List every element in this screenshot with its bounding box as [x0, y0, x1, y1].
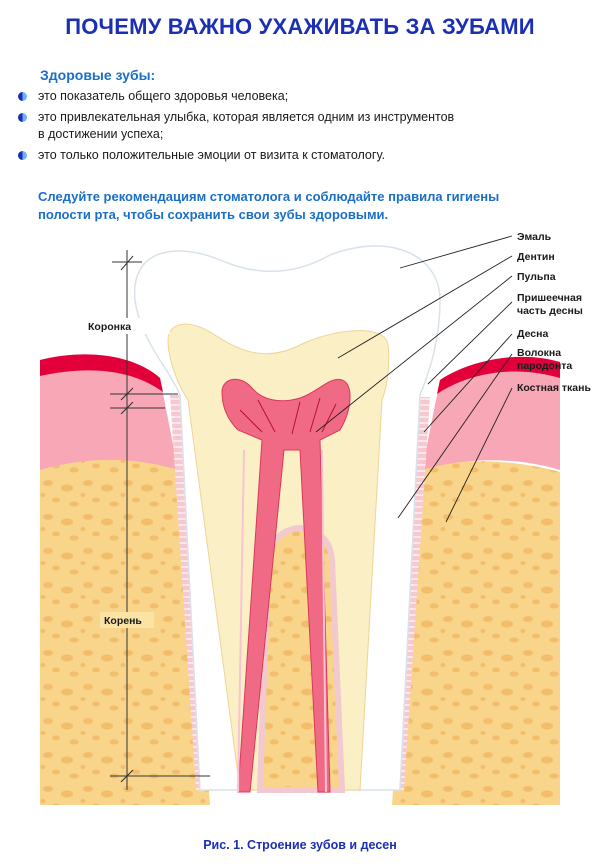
- root-canal: [321, 449, 327, 793]
- bone-tissue: [392, 461, 560, 805]
- root-label-bg: [100, 612, 154, 628]
- crown-label: Коронка: [88, 321, 131, 333]
- callout-line-gingival: [427, 301, 513, 385]
- recommendation-text: Следуйте рекомендациям стоматолога и соб…: [38, 188, 538, 224]
- label-bone: Костная ткань: [517, 382, 591, 394]
- list-item-text-cont: в достижении успеха;: [38, 127, 164, 141]
- crown-label-bg: [84, 318, 170, 334]
- figure-caption: Рис. 1. Строение зубов и десен: [203, 838, 397, 852]
- gum-edge: [437, 356, 560, 394]
- label-gingival-2: часть десны: [517, 305, 583, 317]
- label-gum: Десна: [517, 328, 548, 340]
- gum: [422, 356, 560, 470]
- list-item: это только положительные эмоции от визит…: [16, 147, 576, 164]
- healthy-teeth-heading: Здоровые зубы:: [40, 67, 156, 83]
- list-item-text: это показатель общего здоровья человека;: [38, 89, 289, 103]
- list-item: это показатель общего здоровья человека;: [16, 88, 576, 105]
- recommendation-line-2: полости рта, чтобы сохранить свои зубы з…: [38, 207, 389, 222]
- axis-slash: [120, 255, 134, 271]
- label-fibers-2: пародонта: [517, 360, 572, 372]
- label-gingival-1: Пришеечная: [517, 292, 582, 304]
- label-fibers-1: Волокна: [517, 347, 561, 359]
- callout-line-pulp: [315, 275, 513, 433]
- callout-line-gum: [423, 333, 513, 433]
- page-title: ПОЧЕМУ ВАЖНО УХАЖИВАТЬ ЗА ЗУБАМИ: [65, 14, 535, 39]
- label-enamel: Эмаль: [517, 231, 552, 243]
- recommendation-line-1: Следуйте рекомендациям стоматолога и соб…: [38, 189, 500, 204]
- root-canal: [237, 449, 245, 793]
- bullet-icon: [18, 151, 27, 160]
- axis-slash: [120, 387, 134, 401]
- callout-line-bone: [445, 387, 513, 523]
- gum: [40, 354, 178, 470]
- bullet-icon: [18, 113, 27, 122]
- axis-slash: [120, 401, 134, 415]
- list-item-text: это привлекательная улыбка, которая явля…: [38, 110, 455, 124]
- callout-line-dentin: [337, 255, 513, 359]
- gum-edge: [40, 354, 163, 392]
- pulp: [221, 378, 351, 793]
- label-dentin: Дентин: [517, 251, 555, 263]
- list-item-text: это только положительные эмоции от визит…: [38, 148, 385, 162]
- bullet-icon: [18, 92, 27, 101]
- callout-line-enamel: [399, 235, 513, 269]
- healthy-teeth-list: это показатель общего здоровья человека;…: [16, 88, 576, 168]
- axis-slash: [120, 769, 134, 783]
- bone-tissue: [40, 457, 210, 805]
- callout-line-fibers: [397, 353, 513, 519]
- label-pulp: Пульпа: [517, 271, 556, 283]
- pulp-vessels: [239, 397, 337, 435]
- root-label: Корень: [104, 615, 142, 627]
- list-item: это привлекательная улыбка, которая явля…: [16, 109, 576, 143]
